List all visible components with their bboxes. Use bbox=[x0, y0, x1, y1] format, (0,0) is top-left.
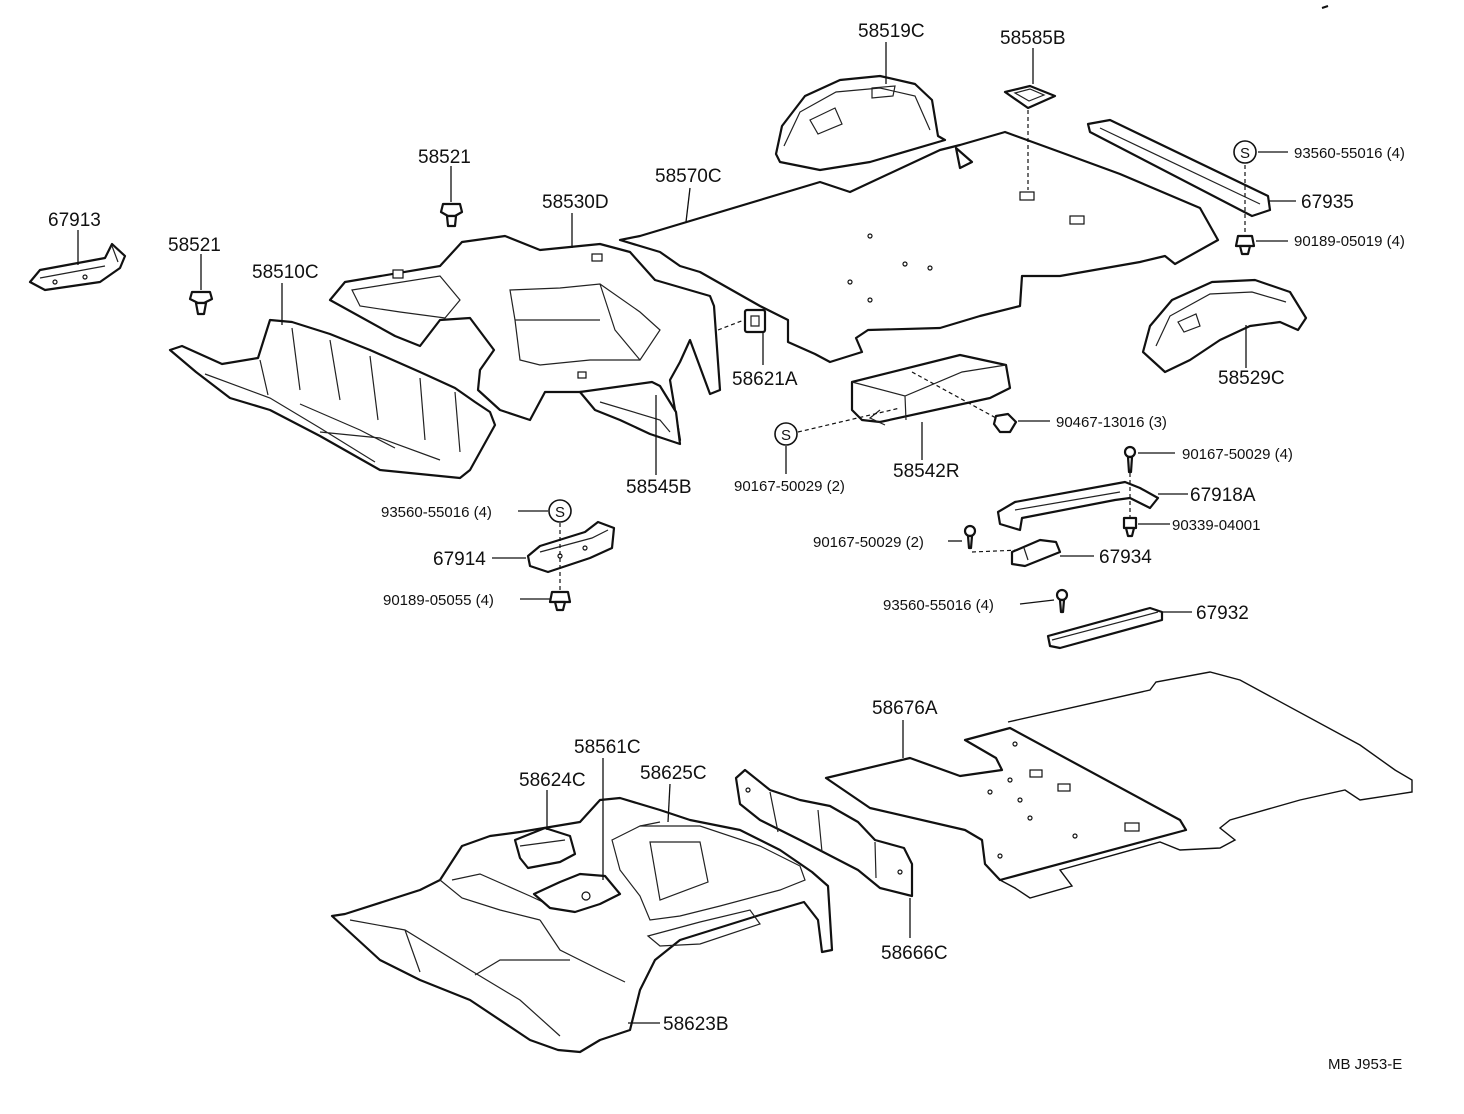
part-58666C-side-panel bbox=[734, 768, 914, 898]
part-90167-screw-right bbox=[1123, 445, 1137, 474]
part-58545B-side-panel bbox=[578, 380, 682, 446]
label-67914: 67914 bbox=[433, 549, 486, 570]
part-58521-clip-b bbox=[188, 290, 214, 316]
part-58676A-floor-mat bbox=[824, 726, 1188, 882]
label-58542R: 58542R bbox=[893, 461, 960, 482]
part-58521-clip-a bbox=[439, 202, 464, 228]
label-67934: 67934 bbox=[1099, 547, 1152, 568]
label-58561C: 58561C bbox=[574, 737, 641, 758]
label-90467: 90467-13016 (3) bbox=[1056, 414, 1167, 431]
label-58510C: 58510C bbox=[252, 262, 319, 283]
part-67934-bracket bbox=[1010, 538, 1062, 568]
part-67913-bracket bbox=[28, 242, 127, 292]
label-90167-right: 90167-50029 (4) bbox=[1182, 446, 1293, 463]
label-58521-a: 58521 bbox=[418, 147, 471, 168]
label-93560-top: 93560-55016 (4) bbox=[1294, 145, 1405, 162]
label-58623B: 58623B bbox=[663, 1014, 729, 1035]
corner-mark bbox=[1321, 5, 1329, 9]
label-93560-low: 93560-55016 (4) bbox=[883, 597, 994, 614]
part-58624C-patch bbox=[513, 826, 577, 870]
part-67918A-bracket bbox=[996, 480, 1160, 532]
label-67932: 67932 bbox=[1196, 603, 1249, 624]
label-90339: 90339-04001 bbox=[1172, 517, 1260, 534]
label-58519C: 58519C bbox=[858, 21, 925, 42]
reference-code: MB J953-E bbox=[1328, 1056, 1402, 1073]
part-90167-screw-low bbox=[963, 524, 977, 550]
label-58521-b: 58521 bbox=[168, 235, 221, 256]
label-93560-left: 93560-55016 (4) bbox=[381, 504, 492, 521]
part-67935-rail bbox=[1086, 118, 1272, 218]
label-58625C: 58625C bbox=[640, 763, 707, 784]
label-90167-mid: 90167-50029 (2) bbox=[734, 478, 845, 495]
s-marker-mid: S bbox=[774, 422, 798, 446]
part-67932-strip bbox=[1046, 606, 1164, 650]
label-58529C: 58529C bbox=[1218, 368, 1285, 389]
s-marker-top: S bbox=[1233, 140, 1257, 164]
label-67918A: 67918A bbox=[1190, 485, 1256, 506]
part-58621A-retainer bbox=[743, 308, 767, 334]
s-marker-left: S bbox=[548, 499, 572, 523]
label-58530D: 58530D bbox=[542, 192, 609, 213]
label-58545B: 58545B bbox=[626, 477, 692, 498]
svg-text:S: S bbox=[555, 504, 565, 521]
label-67913: 67913 bbox=[48, 210, 101, 231]
label-90189-05019: 90189-05019 (4) bbox=[1294, 233, 1405, 250]
part-90189-05019-clip bbox=[1234, 234, 1256, 256]
part-67914-bracket bbox=[526, 520, 616, 574]
part-58625C-pad bbox=[639, 821, 661, 827]
part-rear-floor-outline bbox=[999, 671, 1413, 899]
svg-text:S: S bbox=[781, 427, 791, 444]
part-58519C-wheelhouse-cover bbox=[774, 74, 947, 172]
label-90167-low: 90167-50029 (2) bbox=[813, 534, 924, 551]
part-58542R-storage-box bbox=[850, 353, 1012, 426]
part-90189-05055-clip bbox=[548, 590, 572, 612]
label-58666C: 58666C bbox=[881, 943, 948, 964]
label-58624C: 58624C bbox=[519, 770, 586, 791]
svg-text:S: S bbox=[1240, 145, 1250, 162]
label-58570C: 58570C bbox=[655, 166, 722, 187]
part-58529C-rear-wheelhouse bbox=[1141, 278, 1308, 374]
part-58510C-front-floor-mat bbox=[168, 318, 497, 480]
part-58623B-front-floor-carpet bbox=[330, 796, 834, 1054]
label-90189-05055: 90189-05055 (4) bbox=[383, 592, 494, 609]
part-58561C-plate bbox=[532, 872, 622, 914]
label-58676A: 58676A bbox=[872, 698, 938, 719]
part-58570C-rear-floor-mat bbox=[618, 130, 1220, 364]
part-90339-04001-nut bbox=[1122, 516, 1138, 538]
part-58585B-pad bbox=[1003, 84, 1057, 110]
part-93560-screw-low bbox=[1055, 588, 1069, 614]
label-58621A: 58621A bbox=[732, 369, 798, 390]
label-58585B: 58585B bbox=[1000, 28, 1066, 49]
label-67935: 67935 bbox=[1301, 192, 1354, 213]
part-90467-13016-clip bbox=[992, 412, 1018, 434]
